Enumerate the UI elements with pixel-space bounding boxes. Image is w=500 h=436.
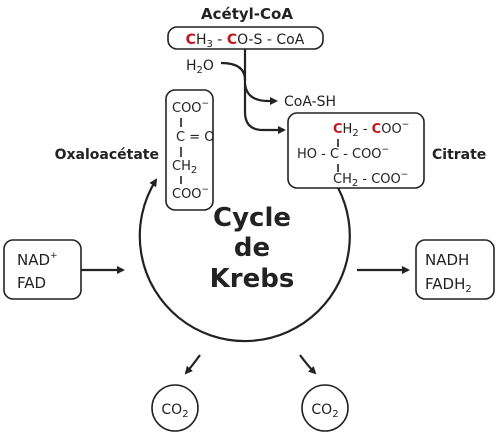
citrate-line-3: CH2 - COO− <box>333 170 408 189</box>
formula-part: O-S - CoA <box>237 32 305 48</box>
formula-part: - COO <box>358 172 401 187</box>
oxaloacetate-label: Oxaloacétate <box>55 147 159 163</box>
nadh-label: NADH <box>425 251 469 269</box>
output-box <box>415 239 495 300</box>
charge-superscript: − <box>401 170 409 180</box>
co2-left-circle <box>151 384 199 432</box>
formula-part: - <box>213 32 227 48</box>
formula-subscript: 2 <box>352 178 358 189</box>
formula-part: - COO <box>339 147 382 162</box>
water-o: O <box>203 58 214 74</box>
acetyl-coa-label: Acétyl-CoA <box>201 5 293 23</box>
oxaloacetate-line-3: CH2 <box>172 159 197 176</box>
formula-subscript: 2 <box>332 409 338 420</box>
formula-part: H <box>196 32 207 48</box>
oxaloacetate-line-1: COO− <box>172 99 209 116</box>
coa-sh-out-arrow <box>243 83 278 105</box>
formula-part: COO <box>172 101 202 116</box>
formula-part: CH <box>172 159 191 174</box>
formula-part: OO <box>381 122 401 137</box>
formula-part: COO <box>172 187 202 202</box>
co2-right-label: CO2 <box>311 402 338 420</box>
citrate-line-2: HO - C - COO− <box>297 145 389 162</box>
citrate-line-1: CH2 - COO− <box>333 120 409 139</box>
formula-subscript: 2 <box>352 128 358 139</box>
formula-subscript: 2 <box>182 409 188 420</box>
water-label: H2O <box>186 58 214 76</box>
charge-superscript: − <box>382 145 390 155</box>
oxaloacetate-box <box>165 89 214 211</box>
co2-right-arrow <box>299 354 317 375</box>
highlight-carbon-2: C <box>227 32 237 48</box>
nad-text: NAD <box>17 251 50 269</box>
formula-part: CH <box>333 172 352 187</box>
co2-left-arrow <box>184 354 201 375</box>
highlight-carbon-1: C <box>186 32 196 48</box>
fadh2-label: FADH2 <box>425 275 472 295</box>
charge-superscript: − <box>202 99 210 109</box>
cycle-title-line-2: de <box>234 233 270 263</box>
highlight-carbon-2: C <box>372 122 382 137</box>
formula-subscript: 3 <box>206 39 212 50</box>
charge-superscript: − <box>402 120 410 130</box>
nad-label: NAD+ <box>17 251 58 269</box>
water-in-curve <box>220 61 247 81</box>
charge-superscript: + <box>50 251 58 261</box>
citrate-label: Citrate <box>432 147 486 163</box>
acetyl-to-citrate-arrow <box>243 49 286 134</box>
coa-sh-label: CoA-SH <box>284 94 336 110</box>
co2-text: CO <box>161 402 182 418</box>
co2-right-circle <box>301 384 349 432</box>
formula-part: HO - <box>297 147 330 162</box>
cycle-title-line-3: Krebs <box>210 264 295 294</box>
formula-subscript: 2 <box>465 284 471 295</box>
highlight-carbon-1: C <box>333 122 343 137</box>
formula-part: C <box>330 147 339 162</box>
fad-label: FAD <box>17 274 46 292</box>
co2-text: CO <box>311 402 332 418</box>
cycle-title-line-1: Cycle <box>213 203 291 233</box>
formula-part: - <box>359 122 372 137</box>
oxaloacetate-line-2: C = O <box>176 130 214 145</box>
oxaloacetate-line-4: COO− <box>172 185 209 202</box>
acetyl-coa-formula: CH3 - CO-S - CoA <box>186 32 305 50</box>
formula-part: H <box>343 122 353 137</box>
co2-left-label: CO2 <box>161 402 188 420</box>
citrate-box <box>287 112 425 189</box>
charge-superscript: − <box>202 185 210 195</box>
water-subscript: 2 <box>197 65 203 76</box>
fadh-text: FADH <box>425 275 465 293</box>
formula-subscript: 2 <box>191 165 197 176</box>
cycle-circle <box>138 171 351 343</box>
water-h: H <box>186 58 197 74</box>
